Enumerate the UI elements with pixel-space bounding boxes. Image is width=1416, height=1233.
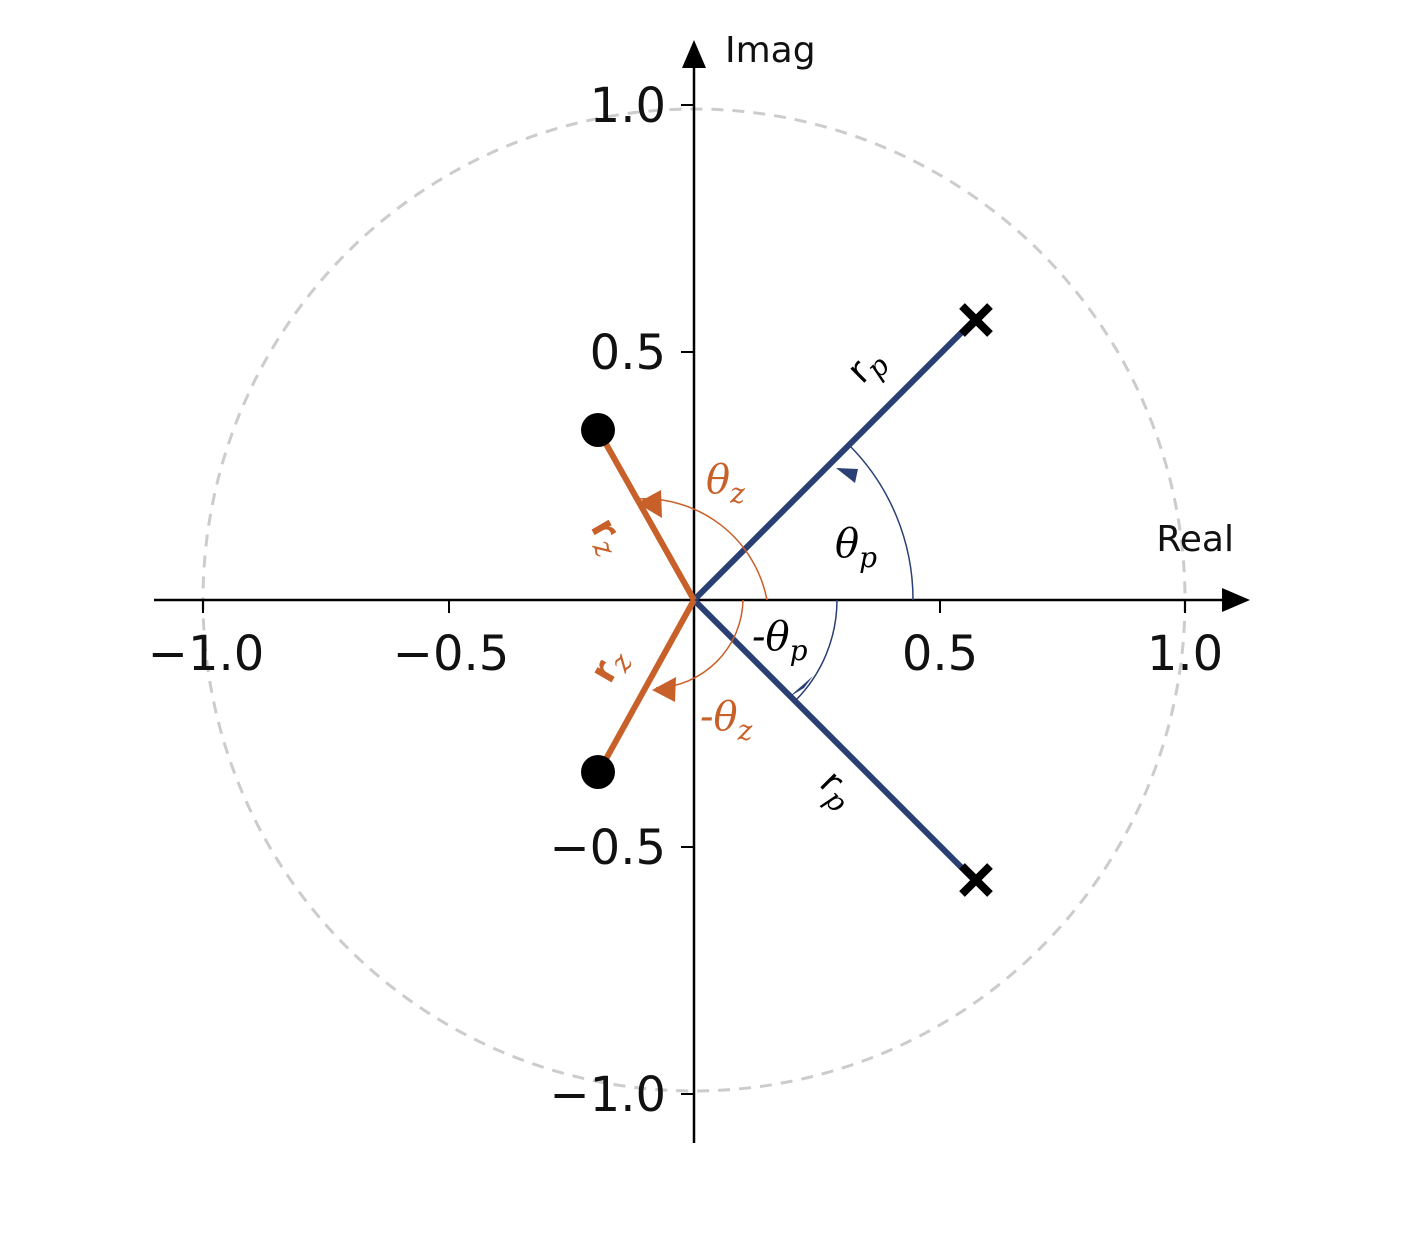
neg-theta-p-arrowhead bbox=[789, 676, 813, 697]
rp-label-upper: rp bbox=[839, 339, 895, 395]
rz-label-upper: rz bbox=[577, 511, 634, 563]
pole-marker-upper bbox=[959, 303, 993, 337]
theta-z-arrowhead-upper bbox=[637, 490, 662, 518]
theta-p-arc-upper bbox=[848, 444, 914, 601]
x-tick-label: 0.5 bbox=[902, 626, 978, 682]
y-tick-label: −0.5 bbox=[549, 820, 666, 876]
zero-vector-upper bbox=[598, 433, 697, 602]
theta-p-arrowhead-upper bbox=[836, 468, 858, 483]
y-axis-title: Imag bbox=[725, 30, 816, 71]
y-tick-label: 1.0 bbox=[590, 78, 666, 134]
zero-marker-upper bbox=[581, 413, 615, 447]
y-axis-arrowhead bbox=[682, 40, 706, 68]
x-tick-label: −0.5 bbox=[393, 626, 510, 682]
y-tick-label: −1.0 bbox=[549, 1067, 666, 1123]
neg-theta-p-arc bbox=[794, 599, 838, 702]
rz-label-lower: rz bbox=[582, 641, 639, 693]
neg-theta-p-label: -θp bbox=[752, 614, 808, 667]
zero-vector-lower bbox=[598, 598, 697, 770]
neg-theta-z-arrowhead bbox=[652, 677, 676, 702]
x-axis-arrowhead bbox=[1222, 588, 1250, 612]
pole-vector-upper bbox=[691, 317, 977, 603]
theta-z-label: θz bbox=[706, 457, 745, 510]
y-tick-label: 0.5 bbox=[590, 325, 666, 381]
pole-vector-lower bbox=[691, 597, 977, 883]
rp-label-lower: rp bbox=[807, 762, 863, 818]
neg-theta-z-label: -θz bbox=[700, 694, 753, 747]
theta-p-label: θp bbox=[835, 521, 877, 574]
x-axis-title: Real bbox=[1156, 519, 1234, 560]
x-tick-label: −1.0 bbox=[148, 626, 265, 682]
zero-marker-lower bbox=[581, 755, 615, 789]
x-tick-label: 1.0 bbox=[1147, 626, 1223, 682]
pole-marker-lower bbox=[959, 863, 993, 897]
